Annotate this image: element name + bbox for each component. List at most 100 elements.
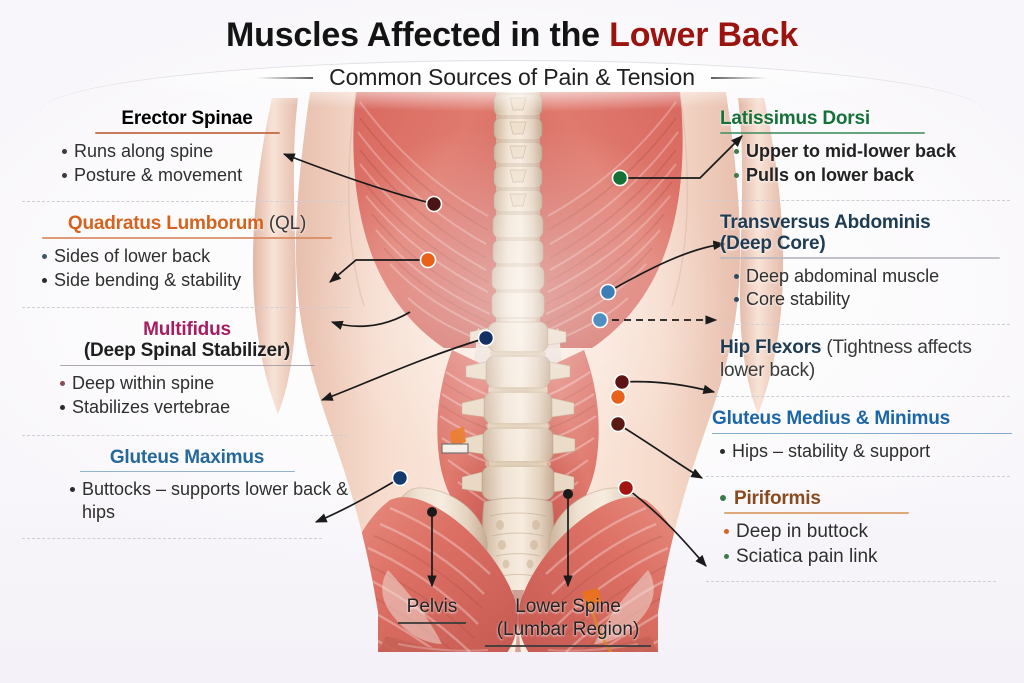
label-block-piriformis[interactable]: Piriformis Deep in buttock Sciatica pain…: [706, 488, 1014, 569]
label-bullets-gluteus-medius: Hips – stability & support: [706, 440, 1014, 463]
label-subtitle-text: (Deep Core): [720, 232, 826, 254]
list-item: Hips – stability & support: [706, 440, 1014, 463]
list-item: Pulls on lower back: [706, 164, 1014, 187]
label-block-latissimus-dorsi[interactable]: Latissimus Dorsi Upper to mid-lower back…: [706, 108, 1014, 187]
label-title-gluteus-medius: Gluteus Medius & Minimus: [706, 408, 1014, 429]
bullet-text: Stabilizes vertebrae: [72, 396, 231, 417]
label-title-erector-spinae: Erector Spinae: [22, 108, 352, 129]
section-separator: [706, 199, 1010, 201]
list-item: Deep within spine: [22, 372, 352, 395]
label-title-gluteus-maximus: Gluteus Maximus: [22, 447, 352, 468]
bullet-dot: [62, 149, 67, 155]
page-subtitle: Common Sources of Pain & Tension: [329, 64, 695, 90]
label-title-piriformis: Piriformis: [706, 488, 1014, 509]
label-block-quadratus-lumborum[interactable]: Quadratus Lumborum (QL) Sides of lower b…: [22, 213, 352, 292]
callout-lower-spine-line1: Lower Spine: [515, 596, 621, 617]
label-title-paren: (Tightness affects lower back): [720, 336, 972, 382]
label-rule-multifidus: [59, 364, 315, 367]
list-item: Stabilizes vertebrae: [22, 396, 352, 419]
label-title-paren: (QL): [263, 212, 307, 234]
list-item: Posture & movement: [22, 164, 352, 187]
label-rule-latissimus-dorsi: [720, 132, 925, 135]
label-subtitle-text: (Deep Spinal Stabilizer): [83, 340, 291, 362]
label-title-text: Quadratus Lumborum: [67, 212, 264, 234]
label-title-hip-flexors: Hip Flexors (Tightness affects lower bac…: [706, 336, 1014, 382]
label-title-text: Hip Flexors: [720, 336, 822, 358]
label-title-text: Transversus Abdominis: [720, 211, 931, 233]
list-item: Sides of lower back: [22, 245, 352, 268]
subtitle-dash-left: [257, 76, 314, 79]
bullet-dot: [734, 172, 739, 178]
section-separator: [22, 434, 348, 436]
callout-pelvis-text: Pelvis: [406, 596, 458, 617]
list-item: Core stability: [706, 288, 1014, 311]
label-rule-quadratus-lumborum: [42, 236, 332, 239]
label-bullets-piriformis: Deep in buttock Sciatica pain link: [706, 520, 1014, 569]
label-block-erector-spinae[interactable]: Erector Spinae Runs along spine Posture …: [22, 108, 352, 187]
bullet-text: Posture & movement: [74, 164, 243, 185]
bullet-dot: [62, 172, 67, 178]
label-bullets-multifidus: Deep within spine Stabilizes vertebrae: [22, 372, 352, 418]
callout-lower-spine[interactable]: Lower Spine (Lumbar Region): [470, 596, 666, 647]
label-rule-erector-spinae: [94, 132, 280, 135]
bullet-dot: [70, 487, 75, 493]
label-block-transversus-abdominis[interactable]: Transversus Abdominis (Deep Core) Deep a…: [706, 212, 1014, 311]
list-item: Buttocks – supports lower back & hips: [22, 478, 352, 523]
callout-lower-spine-underline: [485, 644, 651, 647]
label-block-multifidus[interactable]: Multifidus (Deep Spinal Stabilizer) Deep…: [22, 319, 352, 418]
bullet-text: Core stability: [746, 289, 851, 310]
label-bullets-gluteus-maximus: Buttocks – supports lower back & hips: [22, 478, 352, 523]
left-label-column: Erector Spinae Runs along spine Posture …: [22, 108, 352, 550]
bullet-text: Pulls on lower back: [746, 164, 915, 185]
section-separator: [706, 580, 996, 582]
label-block-gluteus-medius[interactable]: Gluteus Medius & Minimus Hips – stabilit…: [706, 408, 1014, 462]
label-subtitle-multifidus: (Deep Spinal Stabilizer): [22, 340, 352, 361]
list-item: Side bending & stability: [22, 269, 352, 292]
label-title-text: Piriformis: [734, 487, 821, 509]
bullet-dot: [724, 553, 729, 559]
bullet-text: Deep within spine: [72, 373, 215, 394]
bullet-text: Runs along spine: [74, 141, 214, 162]
section-separator: [22, 307, 348, 309]
subtitle-row: Common Sources of Pain & Tension: [0, 64, 1024, 91]
sciatic-nerve-hint: [588, 603, 622, 652]
label-bullets-latissimus-dorsi: Upper to mid-lower back Pulls on lower b…: [706, 140, 1014, 186]
label-title-multifidus: Multifidus: [22, 319, 352, 340]
list-item: Runs along spine: [22, 140, 352, 163]
list-item: Sciatica pain link: [706, 545, 1014, 569]
label-block-hip-flexors[interactable]: Hip Flexors (Tightness affects lower bac…: [706, 336, 1014, 382]
bullet-dot: [60, 404, 65, 410]
subtitle-dash-right: [710, 76, 767, 79]
label-title-text: Gluteus Maximus: [109, 446, 265, 468]
bullet-dot: [60, 381, 65, 387]
bullet-dot: [734, 273, 739, 279]
bullet-dot: [720, 449, 725, 455]
label-block-gluteus-maximus[interactable]: Gluteus Maximus Buttocks – supports lowe…: [22, 447, 352, 524]
page-title: Muscles Affected in the Lower Back: [0, 16, 1024, 55]
bullet-text: Deep in buttock: [736, 521, 869, 543]
bullet-text: Deep abdominal muscle: [746, 265, 940, 286]
label-subtitle-transversus-abdominis: (Deep Core): [706, 233, 1014, 254]
page-title-main: Muscles Affected in the: [226, 16, 610, 54]
list-item: Deep abdominal muscle: [706, 265, 1014, 288]
label-title-text: Latissimus Dorsi: [720, 108, 870, 129]
section-separator: [706, 475, 1010, 477]
label-title-transversus-abdominis: Transversus Abdominis: [706, 212, 1014, 233]
label-rule-gluteus-medius: [712, 432, 1012, 435]
label-title-latissimus-dorsi: Latissimus Dorsi: [706, 108, 1014, 129]
label-bullets-transversus-abdominis: Deep abdominal muscle Core stability: [706, 265, 1014, 311]
label-rule-transversus-abdominis: [720, 257, 1000, 259]
label-title-text: Multifidus: [143, 319, 231, 341]
bullet-text: Side bending & stability: [54, 269, 242, 290]
bullet-text: Hips – stability & support: [732, 441, 931, 462]
right-label-column: Latissimus Dorsi Upper to mid-lower back…: [706, 108, 1014, 593]
bullet-text: Sciatica pain link: [736, 545, 878, 567]
bullet-text: Upper to mid-lower back: [746, 141, 957, 162]
list-item: Deep in buttock: [706, 520, 1014, 544]
label-title-quadratus-lumborum: Quadratus Lumborum (QL): [22, 213, 352, 234]
label-title-text: Gluteus Medius & Minimus: [712, 408, 950, 430]
callout-pelvis[interactable]: Pelvis: [378, 596, 486, 624]
bullet-dot: [734, 149, 739, 155]
page-title-accent: Lower Back: [609, 16, 798, 54]
